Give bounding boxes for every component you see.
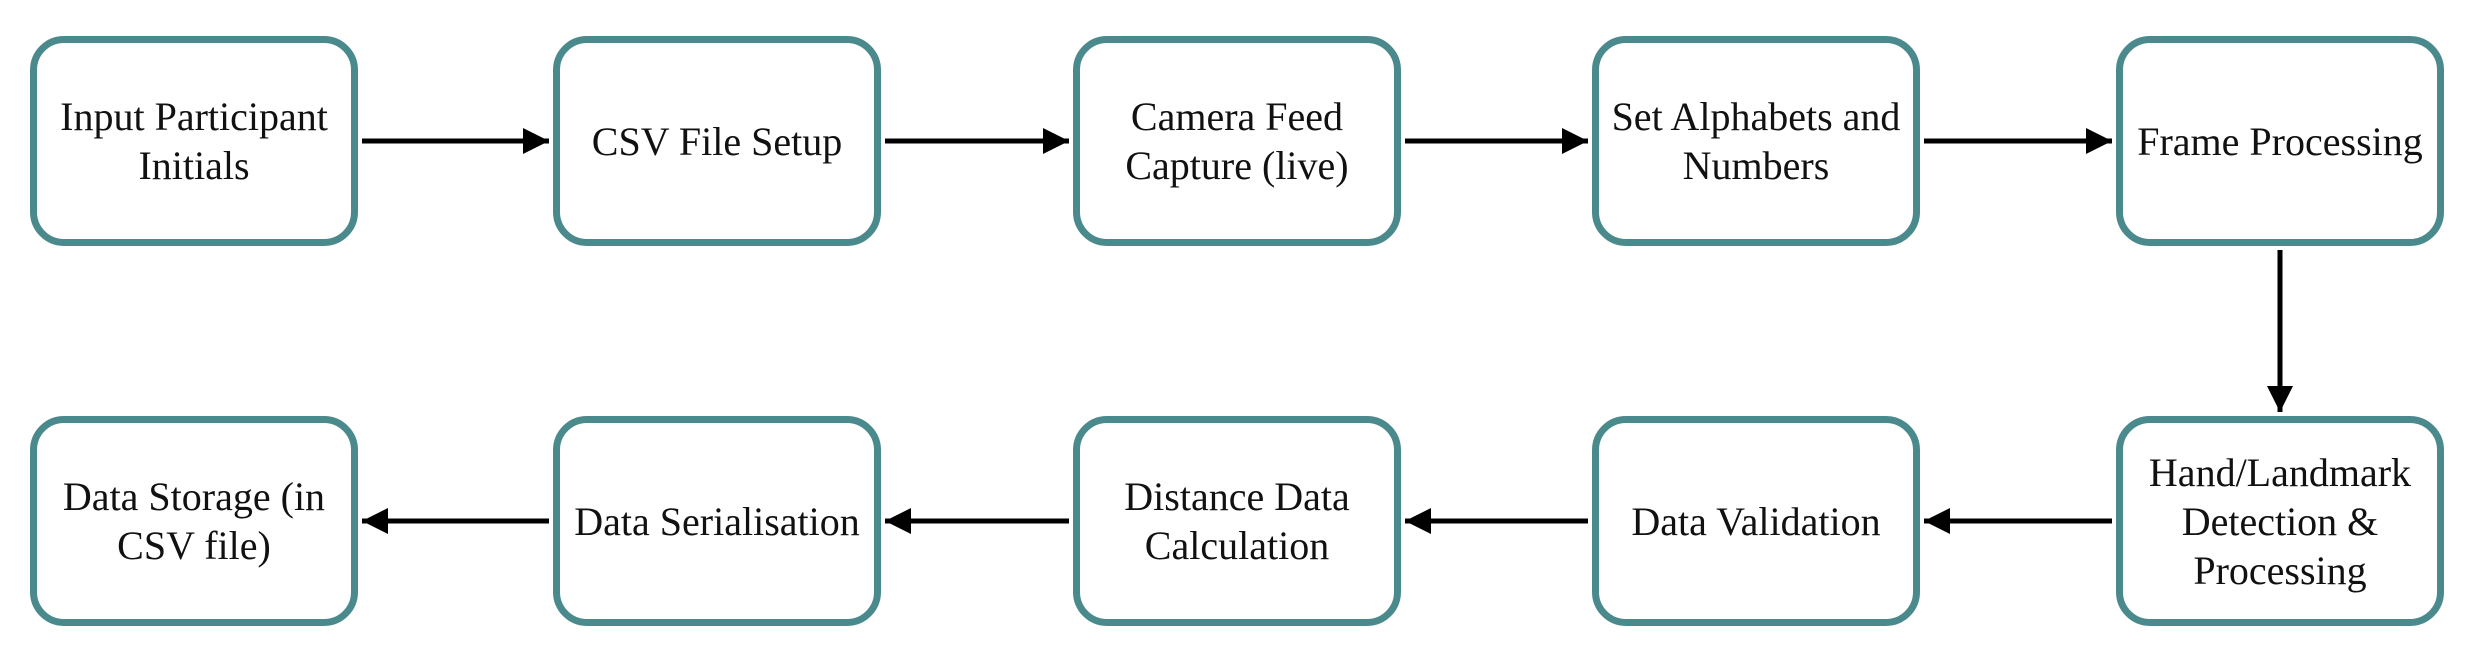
node-csv-file-setup: CSV File Setup	[553, 36, 881, 246]
node-label: Camera Feed Capture (live)	[1125, 94, 1349, 188]
node-label: Distance Data Calculation	[1124, 474, 1350, 568]
node-camera-feed-capture: Camera Feed Capture (live)	[1073, 36, 1401, 246]
node-distance-data-calculation: Distance Data Calculation	[1073, 416, 1401, 626]
node-label: Input Participant Initials	[60, 94, 328, 188]
node-label: Data Validation	[1631, 498, 1881, 544]
node-frame-processing: Frame Processing	[2116, 36, 2444, 246]
node-label: Frame Processing	[2137, 118, 2423, 164]
node-data-validation: Data Validation	[1592, 416, 1920, 626]
node-label: Set Alphabets and Numbers	[1611, 94, 1901, 188]
node-data-storage: Data Storage (in CSV file)	[30, 416, 358, 626]
node-data-serialisation: Data Serialisation	[553, 416, 881, 626]
node-hand-landmark-detection: Hand/Landmark Detection & Processing	[2116, 416, 2444, 626]
node-label: Data Storage (in CSV file)	[62, 474, 326, 568]
node-set-alphabets-and-numbers: Set Alphabets and Numbers	[1592, 36, 1920, 246]
node-input-participant-initials: Input Participant Initials	[30, 36, 358, 246]
node-label: Hand/Landmark Detection & Processing	[2148, 449, 2412, 593]
node-label: CSV File Setup	[591, 118, 843, 164]
node-label: Data Serialisation	[574, 498, 860, 544]
